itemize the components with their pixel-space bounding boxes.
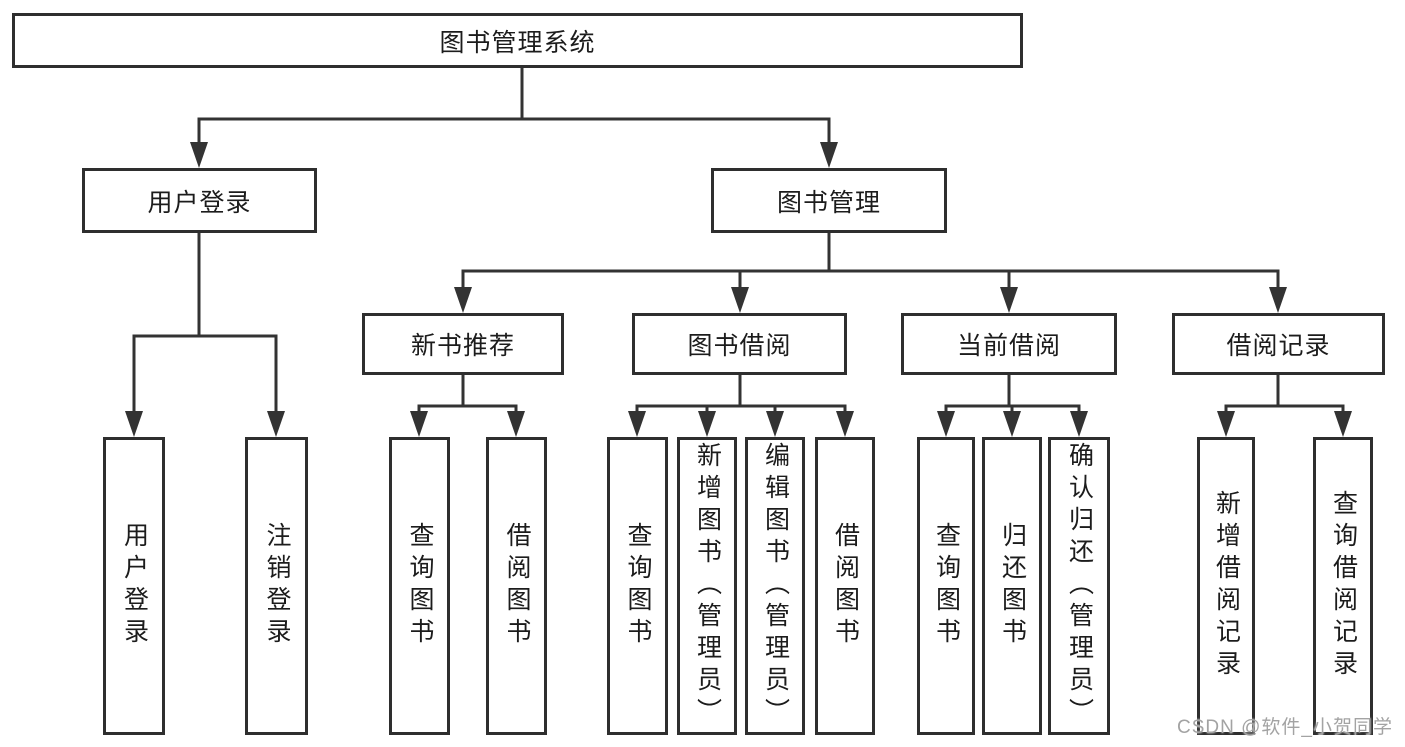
leaf-query-borrow-record: 查询借阅记录	[1313, 437, 1373, 735]
node-current-borrowing: 当前借阅	[901, 313, 1117, 375]
arrowhead	[937, 411, 955, 437]
leaf-user-login-label: 用户登录	[120, 522, 149, 650]
arrowhead	[1269, 287, 1287, 313]
arrowhead	[125, 411, 143, 437]
node-borrowing-records: 借阅记录	[1172, 313, 1385, 375]
node-book-borrowing-label: 图书借阅	[687, 332, 792, 360]
csdn-watermark: CSDN @软件_小贺同学	[1177, 717, 1393, 738]
connector-book-management-to-level3	[461, 231, 1280, 293]
leaf-edit-books-admin-label: 编辑图书（管理员）	[761, 442, 790, 730]
leaf-query-books-recommend: 查询图书	[389, 437, 450, 735]
node-borrowing-records-label: 借阅记录	[1226, 332, 1331, 360]
leaf-query-books-current: 查询图书	[917, 437, 975, 735]
connector-user-login-to-leaves	[132, 231, 278, 417]
leaf-add-books-admin-label: 新增图书（管理员）	[693, 442, 722, 730]
arrowhead	[267, 411, 285, 437]
node-user-login: 用户登录	[82, 168, 317, 233]
leaf-query-borrow-record-label: 查询借阅记录	[1329, 490, 1358, 682]
connector-new-book-to-leaves	[417, 373, 518, 417]
arrowhead	[1070, 411, 1088, 437]
arrowhead	[1217, 411, 1235, 437]
leaf-add-borrow-record: 新增借阅记录	[1197, 437, 1255, 735]
leaf-return-books-label: 归还图书	[998, 522, 1027, 650]
node-root: 图书管理系统	[12, 13, 1023, 68]
arrowhead	[1334, 411, 1352, 437]
leaf-edit-books-admin: 编辑图书（管理员）	[745, 437, 805, 735]
leaf-borrow-books-recommend-label: 借阅图书	[503, 522, 531, 650]
leaf-add-borrow-record-label: 新增借阅记录	[1212, 490, 1241, 682]
connector-book-borrowing-to-leaves	[635, 373, 847, 417]
connector-current-borrowing-to-leaves	[944, 373, 1081, 417]
leaf-confirm-return-admin: 确认归还（管理员）	[1048, 437, 1110, 735]
arrowhead	[766, 411, 784, 437]
node-new-book-recommend: 新书推荐	[362, 313, 564, 375]
node-new-book-recommend-label: 新书推荐	[410, 332, 515, 360]
leaf-query-books-current-label: 查询图书	[932, 522, 961, 650]
node-root-label: 图书管理系统	[439, 28, 596, 57]
arrowhead	[1000, 287, 1018, 313]
arrowhead	[454, 287, 472, 313]
arrowhead	[820, 142, 838, 168]
connector-borrowing-records-to-leaves	[1224, 373, 1345, 417]
node-current-borrowing-label: 当前借阅	[956, 332, 1061, 360]
arrowhead	[1003, 411, 1021, 437]
leaf-logout: 注销登录	[245, 437, 308, 735]
arrowhead	[698, 411, 716, 437]
node-book-borrowing: 图书借阅	[632, 313, 847, 375]
leaf-confirm-return-admin-label: 确认归还（管理员）	[1065, 442, 1094, 730]
arrowhead	[628, 411, 646, 437]
arrowhead	[410, 411, 428, 437]
node-book-management: 图书管理	[711, 168, 947, 233]
leaf-borrow-books-label: 借阅图书	[831, 522, 860, 650]
leaf-query-books-recommend-label: 查询图书	[406, 522, 434, 650]
node-user-login-label: 用户登录	[147, 188, 252, 217]
arrowhead	[836, 411, 854, 437]
leaf-query-books-borrowing: 查询图书	[607, 437, 668, 735]
arrowhead	[507, 411, 525, 437]
leaf-return-books: 归还图书	[982, 437, 1042, 735]
arrowhead	[190, 142, 208, 168]
arrowhead	[731, 287, 749, 313]
node-book-management-label: 图书管理	[776, 188, 881, 217]
leaf-user-login: 用户登录	[103, 437, 165, 735]
leaf-query-books-borrowing-label: 查询图书	[624, 522, 652, 650]
leaf-add-books-admin: 新增图书（管理员）	[677, 437, 737, 735]
connector-root-to-level2	[197, 66, 831, 148]
leaf-borrow-books: 借阅图书	[815, 437, 875, 735]
leaf-borrow-books-recommend: 借阅图书	[486, 437, 547, 735]
leaf-logout-label: 注销登录	[263, 522, 291, 650]
